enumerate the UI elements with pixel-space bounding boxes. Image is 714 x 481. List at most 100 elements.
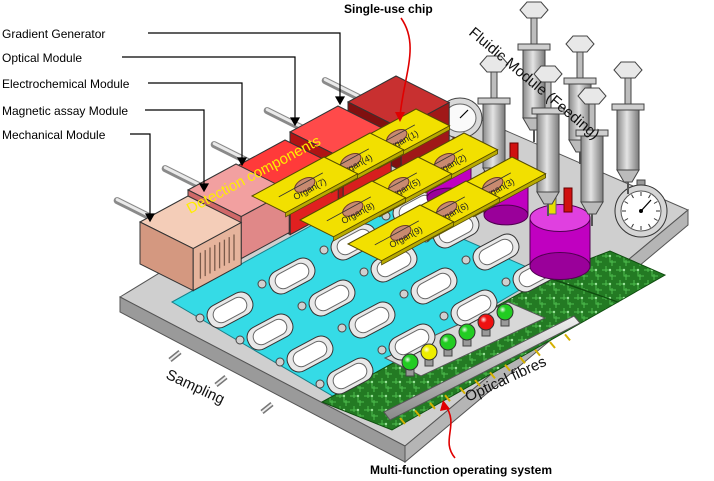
sampling-port-highlight	[215, 376, 227, 386]
chip-edge	[333, 197, 407, 242]
screw-icon	[501, 277, 511, 287]
syringe-plunger	[530, 17, 538, 45]
syringe-flange	[611, 103, 645, 111]
chip-edge	[381, 221, 455, 266]
connector-red	[563, 187, 573, 213]
sampling-port-highlight	[261, 403, 273, 413]
led-shine	[402, 354, 418, 370]
sampling-port-highlight	[169, 351, 181, 361]
reservoir-base	[483, 204, 529, 226]
syringe-flange	[563, 77, 597, 85]
pressure-gauge-icon	[614, 179, 668, 238]
microchannel	[278, 172, 323, 198]
screw-icon	[439, 311, 449, 321]
label-single-use-chip: Single-use chip	[344, 2, 433, 16]
chamber-well	[252, 318, 288, 346]
fibre-pin	[489, 371, 496, 380]
label-electrochemical-module: Electrochemical Module	[2, 77, 130, 91]
single-use-chip-arrow	[395, 17, 411, 122]
fibre-pin	[414, 409, 421, 418]
single-use-chips: Organ(1)Organ(2)Organ(3)Organ(4)Organ(5)…	[250, 108, 547, 266]
syringe-flange	[517, 43, 551, 51]
label-optical-module: Optical Module	[2, 51, 82, 65]
chamber-well	[456, 294, 492, 322]
multi-function-arrow	[440, 400, 456, 459]
organ-tissue-icon	[390, 225, 412, 241]
screw-icon	[297, 301, 307, 311]
screw-icon	[315, 379, 325, 389]
led-shine	[497, 304, 513, 320]
screw-icon	[257, 279, 267, 289]
label-mechanical-module: Mechanical Module	[2, 128, 106, 142]
gauge-tick	[653, 201, 658, 204]
led-shine	[421, 344, 437, 360]
syringe-cap	[519, 1, 549, 19]
syringe-barrel	[616, 109, 640, 171]
chamber-well	[354, 306, 390, 334]
fibre-pin	[474, 379, 481, 387]
gauge-tick	[631, 194, 634, 199]
syringe-cap	[613, 61, 643, 79]
syringe-tip	[580, 201, 604, 215]
fibre-pin	[444, 394, 451, 402]
reservoir-base	[529, 252, 591, 280]
fibre-connectors	[399, 333, 571, 425]
syringe-cap	[479, 55, 509, 73]
syringe-cap	[577, 87, 607, 105]
chamber-well	[212, 296, 248, 324]
fibre-pin	[429, 402, 436, 410]
optical-fibre-rail	[383, 315, 581, 425]
syringe-barrel	[580, 135, 604, 203]
syringe-plunger	[576, 51, 584, 79]
chip-edge	[285, 173, 359, 218]
syringe-cap	[533, 65, 563, 83]
fibre-pin	[459, 386, 466, 395]
fibre-pin	[534, 348, 541, 357]
fibre-pin	[549, 341, 556, 349]
label-multi-function-operating-system: Multi-function operating system	[370, 463, 552, 477]
organ-tissue-icon	[294, 177, 316, 193]
chamber-well	[292, 340, 328, 368]
led-shine	[459, 324, 475, 340]
screw-icon	[337, 323, 347, 333]
fibre-pin	[399, 417, 406, 425]
chamber-well	[394, 328, 430, 356]
microchannel	[326, 196, 371, 222]
chamber-well	[314, 284, 350, 312]
chamber-well	[478, 238, 514, 266]
syringe-flange	[477, 97, 511, 105]
screw-icon	[399, 289, 409, 299]
gauge-tick	[631, 223, 634, 228]
label-gradient-generator: Gradient Generator	[2, 27, 105, 41]
gauge-tick	[648, 194, 651, 199]
syringe-tip	[616, 169, 640, 183]
chamber-well	[332, 362, 368, 390]
fibre-pin	[519, 356, 526, 364]
chamber-well	[416, 272, 452, 300]
led-shine	[440, 334, 456, 350]
syringe-tip	[536, 191, 560, 205]
microchannel	[374, 220, 419, 246]
screw-icon	[377, 345, 387, 355]
fibre-pin	[504, 364, 511, 372]
gauge-tick	[648, 223, 651, 228]
screw-icon	[235, 335, 245, 345]
callout-lines	[122, 32, 346, 223]
screw-icon	[275, 357, 285, 367]
syringe-cap	[565, 35, 595, 53]
label-sampling: Sampling	[163, 366, 227, 408]
screw-icon	[195, 313, 205, 323]
gauge-tick	[624, 218, 629, 221]
screw-icon	[359, 267, 369, 277]
sampling-ports	[168, 350, 274, 414]
label-magnetic-assay-module: Magnetic assay Module	[2, 104, 128, 118]
organ-tissue-icon	[342, 201, 364, 217]
screw-icon	[319, 245, 329, 255]
syringe-pumps	[477, 1, 645, 226]
syringe-plunger	[624, 77, 632, 105]
gauge-tick	[624, 201, 629, 204]
led-shine	[478, 314, 494, 330]
gauge-tick	[653, 218, 658, 221]
syringe-plunger	[490, 71, 498, 99]
